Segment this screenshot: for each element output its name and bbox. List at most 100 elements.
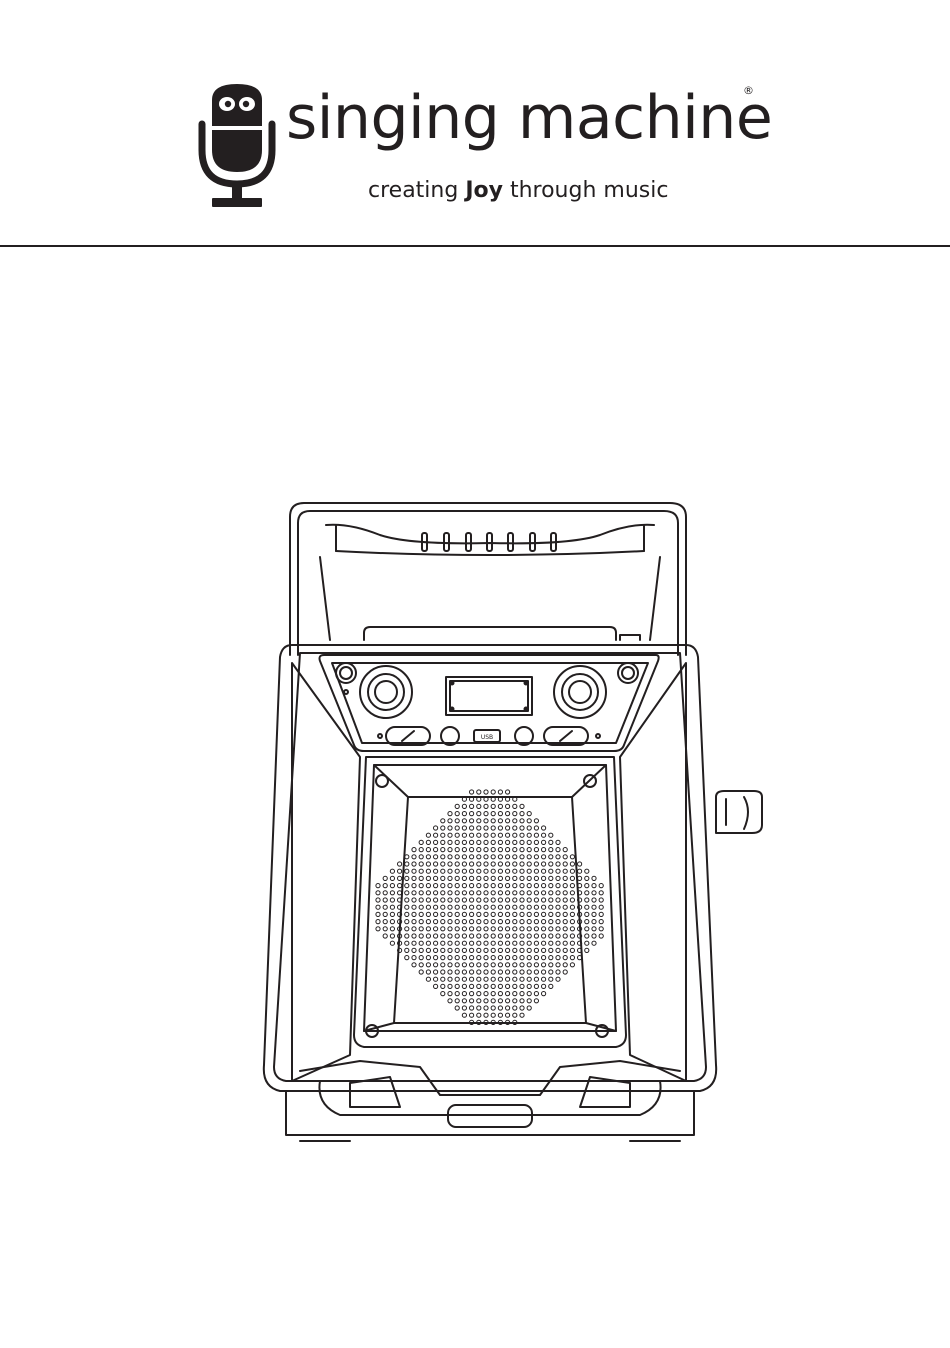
- grille-hole: [542, 992, 546, 996]
- grille-hole: [419, 941, 423, 945]
- grille-hole: [506, 884, 510, 888]
- grille-hole: [585, 884, 589, 888]
- grille-hole: [434, 869, 438, 873]
- grille-hole: [455, 912, 459, 916]
- grille-hole: [484, 819, 488, 823]
- grille-hole: [448, 970, 452, 974]
- grille-hole: [491, 833, 495, 837]
- grille-hole: [506, 819, 510, 823]
- grille-hole: [426, 862, 430, 866]
- grille-hole: [513, 992, 517, 996]
- grille-hole: [477, 1013, 481, 1017]
- grille-hole: [585, 934, 589, 938]
- grille-hole: [470, 833, 474, 837]
- grille-hole: [455, 963, 459, 967]
- grille-hole: [426, 905, 430, 909]
- grille-hole: [491, 977, 495, 981]
- grille-hole: [455, 920, 459, 924]
- grille-hole: [527, 941, 531, 945]
- grille-hole: [542, 833, 546, 837]
- grille-hole: [556, 840, 560, 844]
- grille-hole: [462, 819, 466, 823]
- grille-hole: [534, 869, 538, 873]
- grille-hole: [542, 869, 546, 873]
- grille-hole: [498, 956, 502, 960]
- grille-hole: [448, 992, 452, 996]
- grille-hole: [506, 862, 510, 866]
- grille-hole: [434, 905, 438, 909]
- grille-hole: [491, 819, 495, 823]
- grille-hole: [592, 891, 596, 895]
- grille-hole: [534, 948, 538, 952]
- grille-hole: [426, 963, 430, 967]
- grille-hole: [570, 934, 574, 938]
- grille-hole: [592, 876, 596, 880]
- grille-hole: [592, 927, 596, 931]
- grille-hole: [556, 941, 560, 945]
- grille-hole: [462, 812, 466, 816]
- grille-hole: [534, 992, 538, 996]
- grille-hole: [506, 812, 510, 816]
- grille-hole: [506, 876, 510, 880]
- grille-hole: [484, 848, 488, 852]
- grille-hole: [527, 840, 531, 844]
- grille-hole: [570, 920, 574, 924]
- grille-hole: [520, 884, 524, 888]
- grille-hole: [441, 977, 445, 981]
- grille-hole: [599, 920, 603, 924]
- grille-hole: [520, 956, 524, 960]
- grille-hole: [462, 833, 466, 837]
- grille-hole: [484, 840, 488, 844]
- grille-hole: [527, 855, 531, 859]
- grille-hole: [441, 898, 445, 902]
- grille-hole: [405, 941, 409, 945]
- grille-hole: [513, 862, 517, 866]
- grille-hole: [426, 948, 430, 952]
- grille-hole: [534, 862, 538, 866]
- grille-hole: [419, 876, 423, 880]
- grille-hole: [441, 833, 445, 837]
- grille-hole: [599, 891, 603, 895]
- grille-hole: [520, 876, 524, 880]
- grille-hole: [470, 963, 474, 967]
- grille-hole: [477, 833, 481, 837]
- grille-hole: [477, 826, 481, 830]
- grille-hole: [513, 912, 517, 916]
- grille-hole: [462, 984, 466, 988]
- grille-hole: [376, 898, 380, 902]
- grille-hole: [462, 876, 466, 880]
- grille-hole: [455, 977, 459, 981]
- grille-hole: [513, 876, 517, 880]
- microphone-mascot-icon: [198, 80, 276, 210]
- grille-hole: [513, 1013, 517, 1017]
- grille-hole: [563, 912, 567, 916]
- grille-hole: [570, 884, 574, 888]
- grille-hole: [556, 905, 560, 909]
- grille-hole: [527, 984, 531, 988]
- grille-hole: [549, 927, 553, 931]
- grille-hole: [556, 862, 560, 866]
- header-divider: [0, 245, 950, 247]
- grille-hole: [506, 891, 510, 895]
- tagline: creating Joy through music: [368, 176, 668, 206]
- grille-hole: [534, 848, 538, 852]
- grille-hole: [426, 884, 430, 888]
- grille-hole: [441, 840, 445, 844]
- grille-hole: [556, 956, 560, 960]
- brand-name: singing machine: [286, 78, 772, 158]
- grille-hole: [470, 977, 474, 981]
- grille-hole: [520, 855, 524, 859]
- grille-hole: [520, 869, 524, 873]
- grille-hole: [563, 876, 567, 880]
- grille-hole: [462, 992, 466, 996]
- grille-hole: [419, 920, 423, 924]
- grille-hole: [477, 840, 481, 844]
- grille-hole: [390, 891, 394, 895]
- grille-hole: [556, 898, 560, 902]
- grille-hole: [513, 833, 517, 837]
- grille-hole: [448, 862, 452, 866]
- grille-hole: [506, 927, 510, 931]
- grille-hole: [491, 941, 495, 945]
- grille-hole: [506, 992, 510, 996]
- grille-hole: [549, 941, 553, 945]
